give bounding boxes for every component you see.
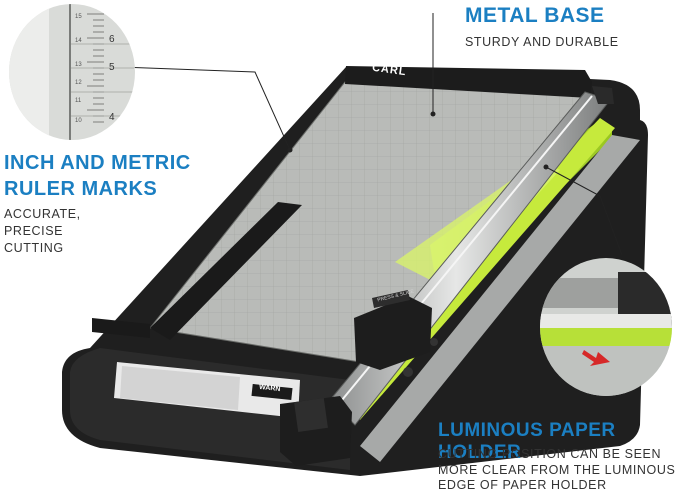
warning-label — [114, 362, 300, 418]
ruler-marks-sub-line2: PRECISE — [4, 224, 64, 238]
leader-dot-base — [430, 111, 436, 117]
ruler-number: 6 — [109, 34, 115, 45]
top-strip — [345, 66, 592, 98]
leader-dot-ruler — [287, 147, 293, 153]
cutter-head — [354, 290, 438, 377]
ruler-inset-edge — [69, 4, 71, 140]
ruler-marks-title-line1: INCH AND METRIC — [4, 152, 191, 174]
metal-base-title: METAL BASE — [465, 4, 605, 27]
metal-base-subtitle: STURDY AND DURABLE — [465, 35, 619, 49]
inset-paper — [540, 314, 672, 328]
paper-guide-arm — [92, 202, 302, 340]
ruler-small-number: 14 — [75, 38, 82, 44]
paper-holder-title: LUMINOUS PAPER HOLDER — [438, 420, 616, 463]
leader-lines — [119, 13, 623, 256]
paper-holder-sub-line3: EDGE OF PAPER HOLDER — [438, 478, 607, 492]
inset-board — [540, 346, 672, 396]
ruler-small-number: 11 — [75, 98, 82, 104]
side-rail — [360, 135, 640, 462]
ruler-ticks — [71, 13, 134, 123]
ruler-marks-sub-line3: CUTTING — [4, 241, 64, 255]
ruler-inset: 15 14 13 12 11 10 6 5 4 — [9, 4, 135, 140]
leader-dot-holder — [543, 164, 549, 170]
paper-holder-sub-line2: MORE CLEAR FROM THE LUMINOUS — [438, 463, 676, 477]
ruler-small-number: 12 — [75, 80, 82, 86]
ruler-number: 5 — [109, 62, 115, 73]
red-arrow-icon — [582, 350, 610, 366]
ruler-number: 4 — [109, 112, 115, 123]
ruler-marks-sub-line1: ACCURATE, — [4, 207, 81, 221]
paper-holder-inset — [540, 258, 672, 396]
ruler-small-number: 15 — [75, 14, 82, 20]
paper-holder-sub-line1: CUTTING POSITION CAN BE SEEN — [438, 447, 662, 461]
inset-green-edge — [540, 328, 672, 346]
ruler-marks-title-line2: RULER MARKS — [4, 178, 158, 200]
ruler-inset-paper — [9, 4, 49, 140]
rail-end-cap — [280, 396, 352, 466]
ruler-small-number: 13 — [75, 62, 82, 68]
ruler-small-number: 10 — [75, 118, 82, 124]
